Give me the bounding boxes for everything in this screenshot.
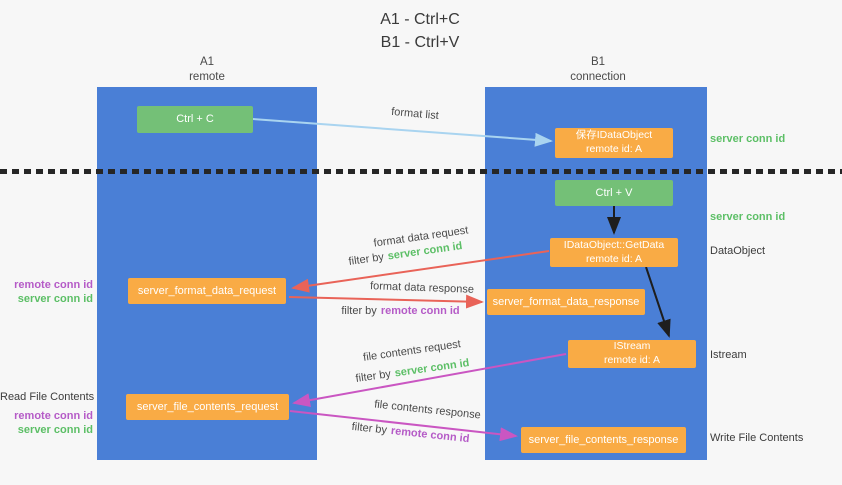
label-write-file-contents: Write File Contents bbox=[710, 432, 804, 444]
node-istream-line2: remote id: A bbox=[603, 354, 661, 366]
node-server-file-contents-response: server_file_contents_response bbox=[521, 427, 686, 453]
node-ctrl-v: Ctrl + V bbox=[555, 180, 673, 206]
label-dataobject: DataObject bbox=[710, 245, 766, 257]
node-save-idataobject: 保存IDataObject remote id: A bbox=[555, 128, 673, 158]
label-read-file-contents: Read File Contents bbox=[0, 391, 95, 403]
filter-by-text: filter by bbox=[354, 368, 392, 385]
node-getdata-line2: remote id: A bbox=[585, 252, 643, 265]
node-ctrl-v-label: Ctrl + V bbox=[595, 186, 633, 199]
node-idataobject-getdata: IDataObject::GetData remote id: A bbox=[550, 238, 678, 267]
label-server-conn-id-top: server conn id bbox=[710, 133, 786, 145]
node-server-file-contents-response-label: server_file_contents_response bbox=[528, 433, 679, 446]
remote-conn-id-text: remote conn id bbox=[390, 424, 470, 446]
label-server-conn-id-left-bottom: server conn id bbox=[17, 424, 93, 436]
title-line-2: B1 - Ctrl+V bbox=[380, 34, 460, 52]
label-remote-conn-id-left-top: remote conn id bbox=[14, 279, 93, 291]
lane-a1-name: A1 bbox=[199, 56, 215, 68]
node-server-format-data-request: server_format_data_request bbox=[128, 278, 286, 304]
server-conn-id-text: server conn id bbox=[393, 357, 471, 380]
node-server-file-contents-request-label: server_file_contents_request bbox=[136, 400, 279, 413]
node-save-idataobject-line1: 保存IDataObject bbox=[575, 129, 653, 142]
filter-by-text: filter by bbox=[347, 251, 385, 268]
node-istream: IStream remote id: A bbox=[568, 340, 696, 368]
diagram-title: A1 - Ctrl+C B1 - Ctrl+V bbox=[300, 8, 540, 54]
filter-by-text: filter by bbox=[351, 420, 388, 437]
lane-a1-role: remote bbox=[189, 70, 225, 83]
node-server-format-data-response-label: server_format_data_response bbox=[492, 295, 640, 308]
phase-divider-dotted-line bbox=[0, 169, 842, 174]
label-istream: Istream bbox=[710, 349, 747, 361]
arrow-label-format-list: format list bbox=[390, 105, 440, 123]
label-remote-conn-id-left-bottom: remote conn id bbox=[14, 410, 93, 422]
filter-by-text: filter by bbox=[341, 305, 377, 317]
remote-conn-id-text: remote conn id bbox=[380, 305, 460, 317]
arrow-format-data-response bbox=[288, 294, 484, 309]
node-istream-line1: IStream bbox=[613, 340, 651, 353]
lane-header-a1: A1 remote bbox=[147, 55, 267, 85]
title-line-1: A1 - Ctrl+C bbox=[380, 11, 460, 28]
node-server-format-data-response: server_format_data_response bbox=[487, 289, 645, 315]
node-ctrl-c: Ctrl + C bbox=[137, 106, 253, 133]
lane-b1-name: B1 bbox=[590, 56, 606, 68]
node-ctrl-c-label: Ctrl + C bbox=[176, 113, 214, 126]
lane-header-b1: B1 connection bbox=[538, 55, 658, 85]
node-server-file-contents-request: server_file_contents_request bbox=[126, 394, 289, 420]
arrow-label-format-data-response: format data response bbox=[369, 280, 475, 296]
arrow-label-file-contents-response: file contents response bbox=[373, 398, 482, 422]
node-getdata-line1: IDataObject::GetData bbox=[563, 238, 665, 251]
label-server-conn-id-mid: server conn id bbox=[710, 211, 786, 223]
label-server-conn-id-left-top: server conn id bbox=[17, 293, 93, 305]
node-server-format-data-request-label: server_format_data_request bbox=[137, 284, 277, 297]
lane-b1-role: connection bbox=[570, 70, 626, 83]
node-save-idataobject-line2: remote id: A bbox=[585, 143, 643, 155]
